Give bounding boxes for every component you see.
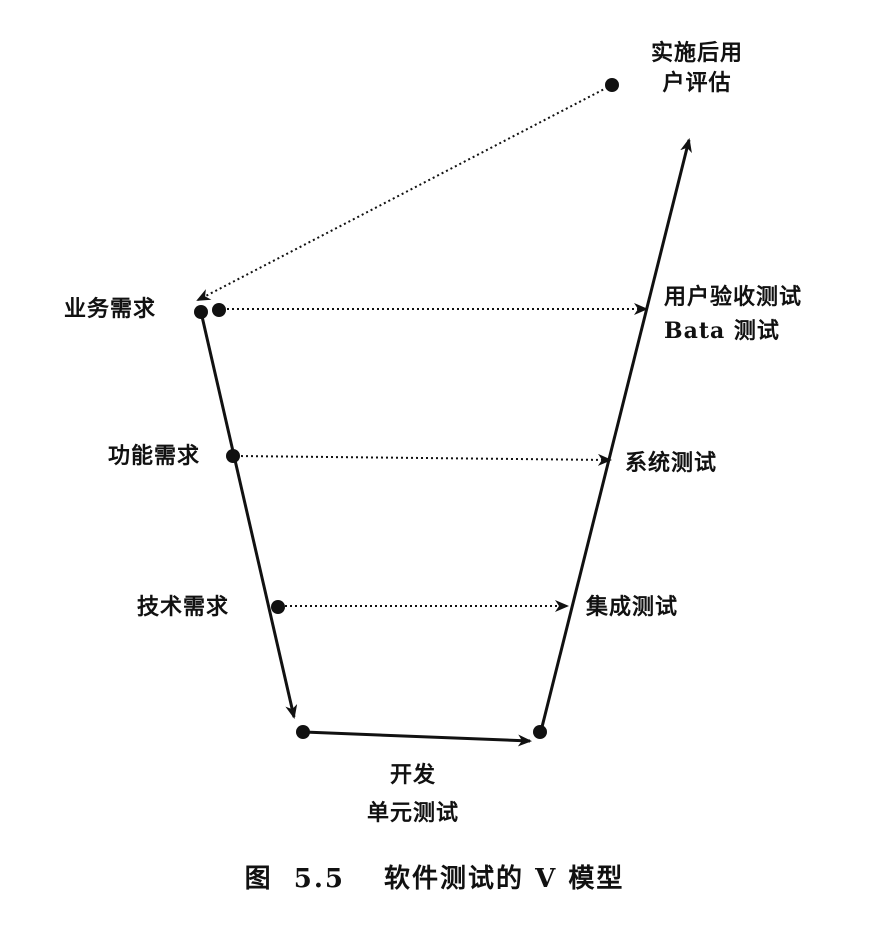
development-start-node xyxy=(296,725,310,739)
unit-test-label: 单元测试 xyxy=(366,800,459,826)
system-test-label: 系统测试 xyxy=(625,450,718,476)
figure-caption: 图 5.5 软件测试的 V 模型 xyxy=(0,858,869,895)
business-req-label: 业务需求 xyxy=(64,296,157,322)
post-eval-label-line2: 户评估 xyxy=(662,70,732,96)
right-ascending-line xyxy=(539,138,692,732)
post-eval-label-line1: 实施后用 xyxy=(650,40,743,66)
development-label-line1: 开发 xyxy=(389,762,436,788)
development-label: 开发 单元测试 xyxy=(338,760,488,828)
post-eval-label: 实施后用 户评估 xyxy=(632,38,762,98)
figure-number: 5.5 xyxy=(293,864,345,894)
technical-req-node xyxy=(271,600,285,614)
business-req-node-b xyxy=(212,303,226,317)
post-eval-to-business-dotted-arrow xyxy=(196,84,613,301)
left-descending-line xyxy=(199,311,298,719)
unit-test-node xyxy=(533,725,547,739)
functional-to-system-dotted-arrow xyxy=(235,453,612,466)
acceptance-test-label: 用户验收测试 Bata 测试 xyxy=(664,282,802,346)
functional-req-node xyxy=(226,449,240,463)
acceptance-test-label-line2: Bata 测试 xyxy=(664,318,780,344)
integration-test-label: 集成测试 xyxy=(586,594,679,620)
bottom-development-line xyxy=(303,730,532,747)
figure-label: 图 xyxy=(244,864,273,894)
business-req-node-a xyxy=(194,305,208,319)
functional-req-label: 功能需求 xyxy=(108,443,201,469)
post-eval-node xyxy=(605,78,619,92)
acceptance-test-label-line1: 用户验收测试 xyxy=(664,284,803,310)
technical-req-label: 技术需求 xyxy=(137,594,230,620)
figure-title: 软件测试的 V 模型 xyxy=(384,864,625,894)
